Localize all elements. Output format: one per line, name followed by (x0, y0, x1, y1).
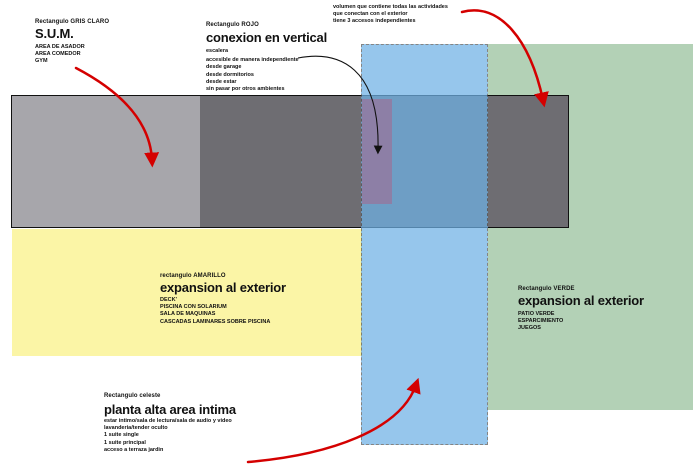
red-item: desde estar (206, 78, 237, 85)
yellow-label-group: rectangulo AMARILLO expansion al exterio… (160, 272, 286, 326)
sum-title: S.U.M. (35, 26, 74, 41)
green-item: PATIO VERDE (518, 311, 555, 317)
blue-tag: Rectangulo celeste (104, 393, 161, 399)
red-tag: Rectangulo ROJO (206, 22, 259, 28)
blue-item: 1 suite single (104, 432, 139, 439)
red-title: conexion en vertical (206, 30, 327, 45)
sum-items: AREA DE ASADOR AREA COMEDOR GYM (35, 44, 109, 66)
yellow-items: DECK' PISCINA CON SOLARIUM SALA DE MAQUI… (160, 297, 286, 326)
top-note: volumen que contiene todas las actividad… (333, 4, 448, 26)
yellow-rectangle (12, 229, 362, 356)
yellow-tag: rectangulo AMARILLO (160, 273, 226, 279)
red-item: desde dormitorios (206, 71, 254, 78)
yellow-item: CASCADAS LAMINARES SOBRE PISCINA (160, 318, 271, 325)
green-items: PATIO VERDE ESPARCIMIENTO JUEGOS (518, 311, 644, 333)
sum-item: GYM (35, 58, 48, 65)
sum-tag: Rectangulo GRIS CLARO (35, 19, 110, 25)
red-label-group: Rectangulo ROJO conexion en vertical esc… (206, 21, 327, 93)
sum-item: AREA DE ASADOR (35, 44, 85, 50)
green-label-group: Rectangulo VERDE expansion al exterior P… (518, 285, 644, 333)
sum-item: AREA COMEDOR (35, 51, 81, 58)
light-blue-rectangle (361, 44, 488, 445)
green-title: expansion al exterior (518, 293, 644, 308)
top-note-item: volumen que contiene todas las actividad… (333, 4, 448, 10)
green-tag: Rectangulo VERDE (518, 286, 575, 292)
red-item: sin pasar por otros ambientes (206, 86, 285, 93)
top-note-item: que conectan con el exterior (333, 11, 408, 18)
red-item: desde garage (206, 64, 242, 71)
red-item: accesible de manera independiente (206, 57, 299, 64)
yellow-title: expansion al exterior (160, 280, 286, 295)
green-item: ESPARCIMIENTO (518, 318, 564, 325)
yellow-item: PISCINA CON SOLARIUM (160, 304, 227, 311)
blue-title: planta alta area intima (104, 402, 236, 417)
sum-label-group: Rectangulo GRIS CLARO S.U.M. AREA DE ASA… (35, 18, 109, 66)
blue-item: acceso a terraza jardin (104, 446, 164, 453)
yellow-item: SALA DE MAQUINAS (160, 311, 216, 318)
red-item: escalera (206, 48, 229, 54)
blue-items: estar intimo/sala de lectura/sala de aud… (104, 418, 236, 454)
blue-item: 1 suite principal (104, 439, 146, 446)
gray-volume-outline (11, 95, 569, 228)
blue-item: estar intimo/sala de lectura/sala de aud… (104, 418, 232, 424)
red-items: escalera accesible de manera independien… (206, 48, 327, 93)
blue-item: lavanderia/tender oculto (104, 425, 168, 432)
top-note-item: tiene 3 accesos independientes (333, 18, 416, 25)
yellow-item: DECK' (160, 297, 177, 303)
green-item: JUEGOS (518, 325, 541, 332)
blue-label-group: Rectangulo celeste planta alta area inti… (104, 392, 236, 454)
